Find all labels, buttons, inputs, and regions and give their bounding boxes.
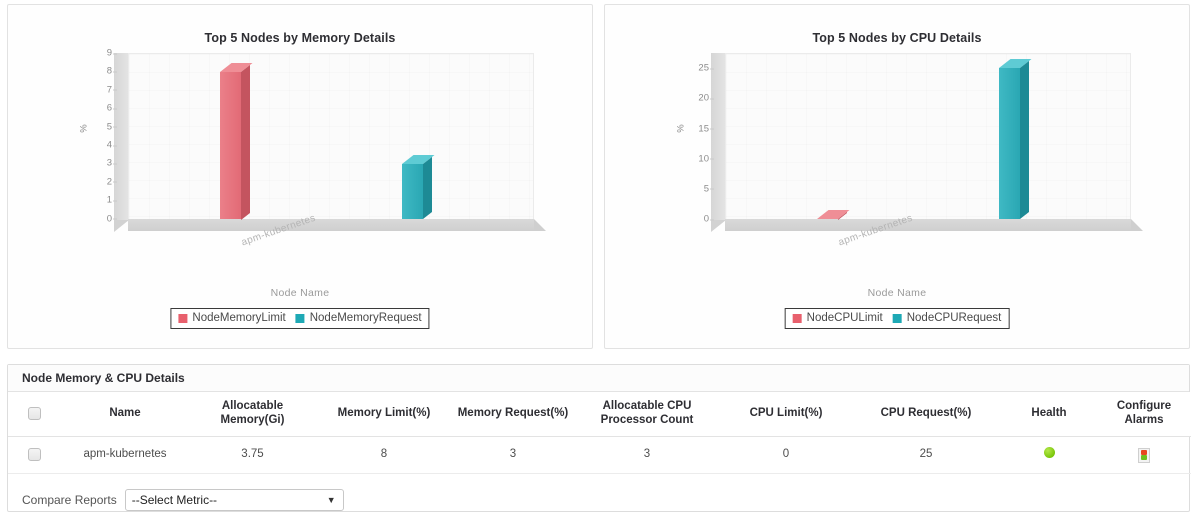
- bar-front-face: [817, 218, 838, 219]
- bar-front-face: [999, 68, 1020, 219]
- row-checkbox[interactable]: [27, 447, 41, 461]
- compare-metric-value: --Select Metric--: [131, 493, 218, 507]
- header-configure-alarms[interactable]: Configure Alarms: [1097, 392, 1191, 437]
- bar-node-cpu-limit[interactable]: [817, 209, 850, 219]
- chart-panel-cpu: Top 5 Nodes by CPU Details 25 20 15 10 5…: [604, 4, 1190, 349]
- header-allocatable-memory[interactable]: Allocatable Memory(Gi): [190, 392, 315, 437]
- plot-backdrop: [725, 53, 1131, 219]
- legend-item-node-memory-request[interactable]: NodeMemoryRequest: [295, 312, 422, 324]
- y-tick: 3: [106, 157, 118, 169]
- chart-legend-cpu: NodeCPULimit NodeCPURequest: [784, 308, 1010, 329]
- y-tick: 0: [703, 213, 715, 225]
- configure-alarms-icon[interactable]: [1138, 447, 1150, 463]
- cell-memory-limit: 8: [315, 436, 453, 474]
- header-cpu-request[interactable]: CPU Request(%): [851, 392, 1001, 437]
- cell-memory-request: 3: [453, 436, 573, 474]
- bar-node-memory-limit[interactable]: [220, 62, 253, 219]
- bar-node-cpu-request[interactable]: [999, 59, 1032, 219]
- row-select-cell: [8, 436, 60, 474]
- compare-reports-label: Compare Reports: [22, 493, 117, 507]
- legend-item-node-cpu-request[interactable]: NodeCPURequest: [892, 312, 1002, 324]
- bar-front-face: [220, 71, 241, 219]
- bar-side-face: [1020, 61, 1029, 219]
- legend-label: NodeCPURequest: [906, 312, 1002, 324]
- table-header: Name Allocatable Memory(Gi) Memory Limit…: [8, 392, 1191, 437]
- legend-item-node-cpu-limit[interactable]: NodeCPULimit: [792, 312, 883, 324]
- legend-label: NodeMemoryLimit: [192, 312, 286, 324]
- legend-swatch-icon: [792, 313, 802, 323]
- y-tick: 10: [698, 153, 714, 165]
- legend-swatch-icon: [295, 313, 305, 323]
- chart-legend-memory: NodeMemoryLimit NodeMemoryRequest: [170, 308, 430, 329]
- y-tick: 25: [698, 62, 714, 74]
- header-select-all: [8, 392, 60, 437]
- cell-configure-alarms: [1097, 436, 1191, 474]
- y-tick: 15: [698, 123, 714, 135]
- plot-floor: [725, 219, 1143, 231]
- alarm-red-light: [1141, 449, 1147, 455]
- header-memory-request[interactable]: Memory Request(%): [453, 392, 573, 437]
- table-body: apm-kubernetes 3.75 8 3 3 0 25: [8, 436, 1191, 474]
- cell-health: [1001, 436, 1097, 474]
- legend-label: NodeMemoryRequest: [309, 312, 422, 324]
- plot-area-memory: 9 8 7 6 5 4 3 2 1 0 %: [79, 48, 546, 232]
- chart-title-memory: Top 5 Nodes by Memory Details: [204, 31, 396, 45]
- y-tick: 5: [703, 183, 715, 195]
- y-tick: 4: [106, 139, 118, 151]
- cell-allocatable-memory: 3.75: [190, 436, 315, 474]
- panel-title: Node Memory & CPU Details: [8, 365, 1189, 392]
- legend-label: NodeCPULimit: [806, 312, 883, 324]
- plot-area-cpu: 25 20 15 10 5 0 %: [676, 53, 1143, 232]
- health-status-icon: [1043, 447, 1055, 459]
- charts-row: Top 5 Nodes by Memory Details 9 8 7 6 5 …: [7, 4, 1190, 349]
- y-axis-title-cpu: %: [675, 124, 687, 133]
- bar-node-memory-request[interactable]: [402, 154, 435, 219]
- bar-side-face: [241, 64, 250, 219]
- y-tick: 1: [106, 194, 118, 206]
- cell-cpu-limit: 0: [721, 436, 851, 474]
- y-axis-memory: 9 8 7 6 5 4 3 2 1 0: [107, 48, 128, 231]
- cell-name[interactable]: apm-kubernetes: [60, 436, 190, 474]
- bar-front-face: [402, 163, 423, 219]
- select-all-checkbox[interactable]: [27, 406, 41, 420]
- header-name[interactable]: Name: [60, 392, 190, 437]
- plot-left-wall: [711, 53, 726, 232]
- x-axis-title-cpu: Node Name: [867, 287, 927, 299]
- plot-left-wall: [114, 53, 129, 232]
- y-tick: 9: [106, 47, 118, 59]
- y-tick: 5: [106, 121, 118, 133]
- compare-metric-select[interactable]: --Select Metric-- ▼: [124, 489, 344, 511]
- legend-item-node-memory-limit[interactable]: NodeMemoryLimit: [178, 312, 286, 324]
- node-details-table: Name Allocatable Memory(Gi) Memory Limit…: [8, 392, 1191, 474]
- chevron-down-icon: ▼: [326, 495, 336, 505]
- plot-floor: [128, 219, 546, 231]
- y-tick: 6: [106, 102, 118, 114]
- y-tick: 7: [106, 84, 118, 96]
- table-row[interactable]: apm-kubernetes 3.75 8 3 3 0 25: [8, 436, 1191, 474]
- header-memory-limit[interactable]: Memory Limit(%): [315, 392, 453, 437]
- legend-swatch-icon: [178, 313, 188, 323]
- header-cpu-limit[interactable]: CPU Limit(%): [721, 392, 851, 437]
- y-tick: 0: [106, 213, 118, 225]
- y-axis-title-memory: %: [78, 124, 90, 133]
- plot-backdrop: [128, 53, 534, 219]
- node-details-panel: Node Memory & CPU Details Name Allocatab…: [7, 364, 1191, 512]
- cell-allocatable-cpu: 3: [573, 436, 721, 474]
- y-tick: 8: [106, 65, 118, 77]
- header-allocatable-cpu[interactable]: Allocatable CPU Processor Count: [573, 392, 721, 437]
- chart-panel-memory: Top 5 Nodes by Memory Details 9 8 7 6 5 …: [7, 4, 593, 349]
- y-axis-cpu: 25 20 15 10 5 0: [698, 53, 725, 231]
- compare-reports-row: Compare Reports --Select Metric-- ▼: [8, 474, 1189, 518]
- bar-side-face: [423, 156, 432, 219]
- table-header-row: Name Allocatable Memory(Gi) Memory Limit…: [8, 392, 1191, 437]
- legend-swatch-icon: [892, 313, 902, 323]
- x-axis-title-memory: Node Name: [270, 287, 330, 299]
- y-tick: 2: [106, 176, 118, 188]
- cell-cpu-request: 25: [851, 436, 1001, 474]
- header-health[interactable]: Health: [1001, 392, 1097, 437]
- alarm-green-light: [1141, 455, 1147, 461]
- y-tick: 20: [698, 92, 714, 104]
- chart-title-cpu: Top 5 Nodes by CPU Details: [812, 31, 982, 45]
